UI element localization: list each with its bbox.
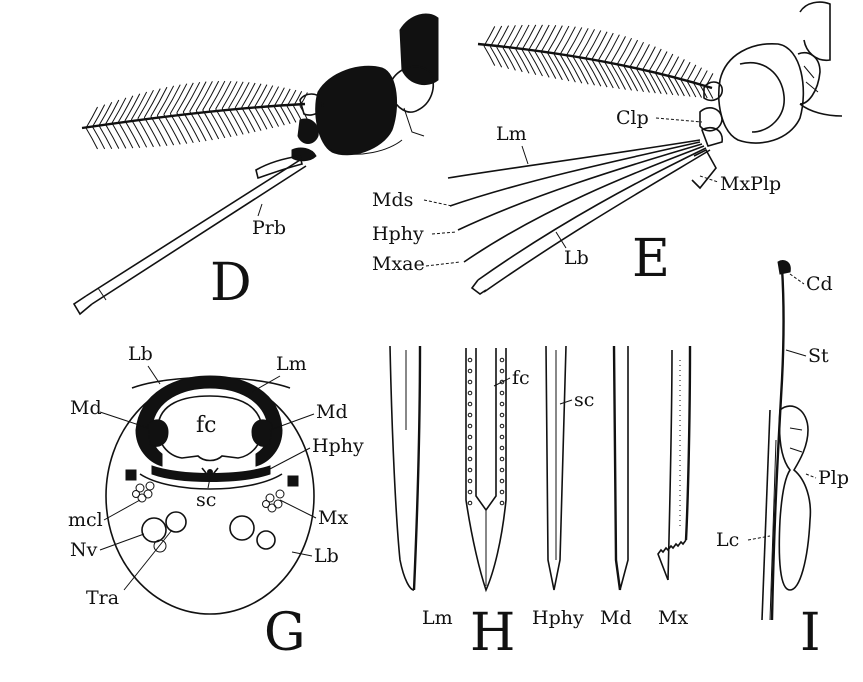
panel-e-mouthparts [447, 139, 717, 295]
panel-e: Lm Clp Mds MxPlp Hphy Mxae Lb E [372, 1, 843, 295]
h-labrum [389, 345, 422, 591]
label-clp: Clp [616, 107, 649, 129]
nerve-left [141, 517, 167, 543]
label-cd: Cd [806, 273, 833, 295]
label-st: St [808, 345, 829, 367]
panel-h: fc sc Lm H Hphy Md Mx [389, 345, 692, 663]
label-mx-g: Mx [318, 507, 348, 529]
panel-d-palp [255, 155, 303, 180]
panel-letter-d: D [210, 253, 252, 313]
caption-md-h: Md [600, 607, 632, 629]
label-mds: Mds [372, 189, 413, 211]
h-labium [465, 348, 507, 593]
label-plp: Plp [818, 467, 849, 489]
panel-letter-e: E [632, 229, 670, 289]
panel-d-antenna [81, 80, 308, 150]
label-lc: Lc [716, 529, 739, 551]
label-fc-h: fc [512, 367, 530, 389]
label-lm-e: Lm [496, 123, 527, 145]
label-sc-g: sc [196, 489, 216, 511]
panel-e-antenna [477, 24, 714, 99]
label-mxae: Mxae [372, 253, 425, 275]
panel-letter-i: I [800, 603, 821, 663]
panel-letter-h: H [470, 603, 515, 663]
muscle-cluster-left [132, 481, 155, 503]
caption-hphy-h: Hphy [532, 607, 584, 629]
label-lb-e: Lb [564, 247, 589, 269]
nerve-right [229, 515, 255, 541]
label-hphy-g: Hphy [312, 435, 364, 457]
label-prb: Prb [252, 217, 286, 239]
label-mxplp: MxPlp [720, 173, 781, 195]
panel-d: Prb D [72, 13, 439, 316]
h-maxilla [657, 345, 692, 581]
h-mandible [612, 345, 629, 591]
label-md-g-right: Md [316, 401, 348, 423]
label-mcl: mcl [68, 509, 103, 531]
panel-e-head [699, 1, 843, 147]
muscle-cluster-right [262, 489, 285, 513]
caption-lm-h: Lm [422, 607, 453, 629]
panel-d-head [291, 13, 439, 162]
label-lb-g-bottom: Lb [314, 545, 339, 567]
caption-mx-h: Mx [658, 607, 688, 629]
label-hphy-e: Hphy [372, 223, 424, 245]
h-hypopharynx [545, 345, 567, 591]
panel-i: Cd St Plp Lc I [716, 259, 849, 663]
label-sc-h: sc [574, 389, 594, 411]
panel-d-proboscis [72, 159, 307, 316]
panel-letter-g: G [264, 603, 306, 663]
label-nv: Nv [70, 539, 98, 561]
label-md-g-left: Md [70, 397, 102, 419]
label-tra: Tra [86, 587, 119, 609]
label-lm-g: Lm [276, 353, 307, 375]
label-lb-g-top: Lb [128, 343, 153, 365]
panel-g: Lb Lm Md fc Md Hphy sc mcl Mx Nv Lb Tra … [68, 343, 364, 663]
label-fc-g: fc [196, 413, 216, 438]
